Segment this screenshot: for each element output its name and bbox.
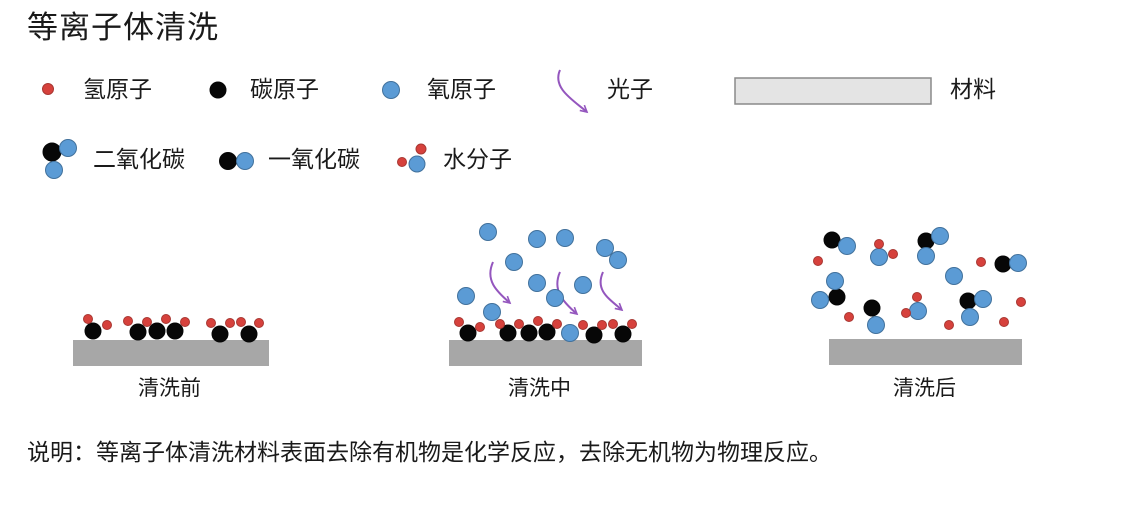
stage-before-cleaning-diagram bbox=[73, 314, 269, 366]
stage-after-cleaning-diagram bbox=[811, 227, 1027, 365]
photon-arrow-icon bbox=[557, 69, 589, 114]
legend-label-photon: 光子 bbox=[607, 76, 653, 102]
carbon-dioxide-molecule-icon bbox=[42, 139, 77, 179]
oxygen-atom-icon bbox=[382, 81, 400, 99]
stage-label-after: 清洗后 bbox=[893, 377, 956, 400]
legend-label-water: 水分子 bbox=[443, 146, 512, 172]
legend-label-hydrogen: 氢原子 bbox=[83, 76, 152, 102]
carbon-monoxide-molecule-icon bbox=[219, 152, 254, 170]
stage-label-during: 清洗中 bbox=[508, 377, 571, 400]
legend-label-carbon: 碳原子 bbox=[250, 76, 319, 102]
legend-label-carbon-monoxide: 一氧化碳 bbox=[268, 146, 360, 172]
stage-during-cleaning-diagram bbox=[449, 223, 642, 366]
legend-label-oxygen: 氧原子 bbox=[427, 76, 496, 102]
stage-label-before: 清洗前 bbox=[138, 377, 201, 400]
explanation-note: 说明：等离子体清洗材料表面去除有机物是化学反应，去除无机物为物理反应。 bbox=[27, 439, 832, 465]
material-swatch-icon bbox=[734, 77, 932, 105]
page-title: 等离子体清洗 bbox=[27, 10, 219, 45]
legend-label-carbon-dioxide: 二氧化碳 bbox=[93, 146, 185, 172]
legend-label-material: 材料 bbox=[950, 76, 996, 102]
water-molecule-icon bbox=[397, 143, 427, 173]
carbon-atom-icon bbox=[209, 81, 227, 99]
hydrogen-atom-icon bbox=[42, 83, 54, 95]
